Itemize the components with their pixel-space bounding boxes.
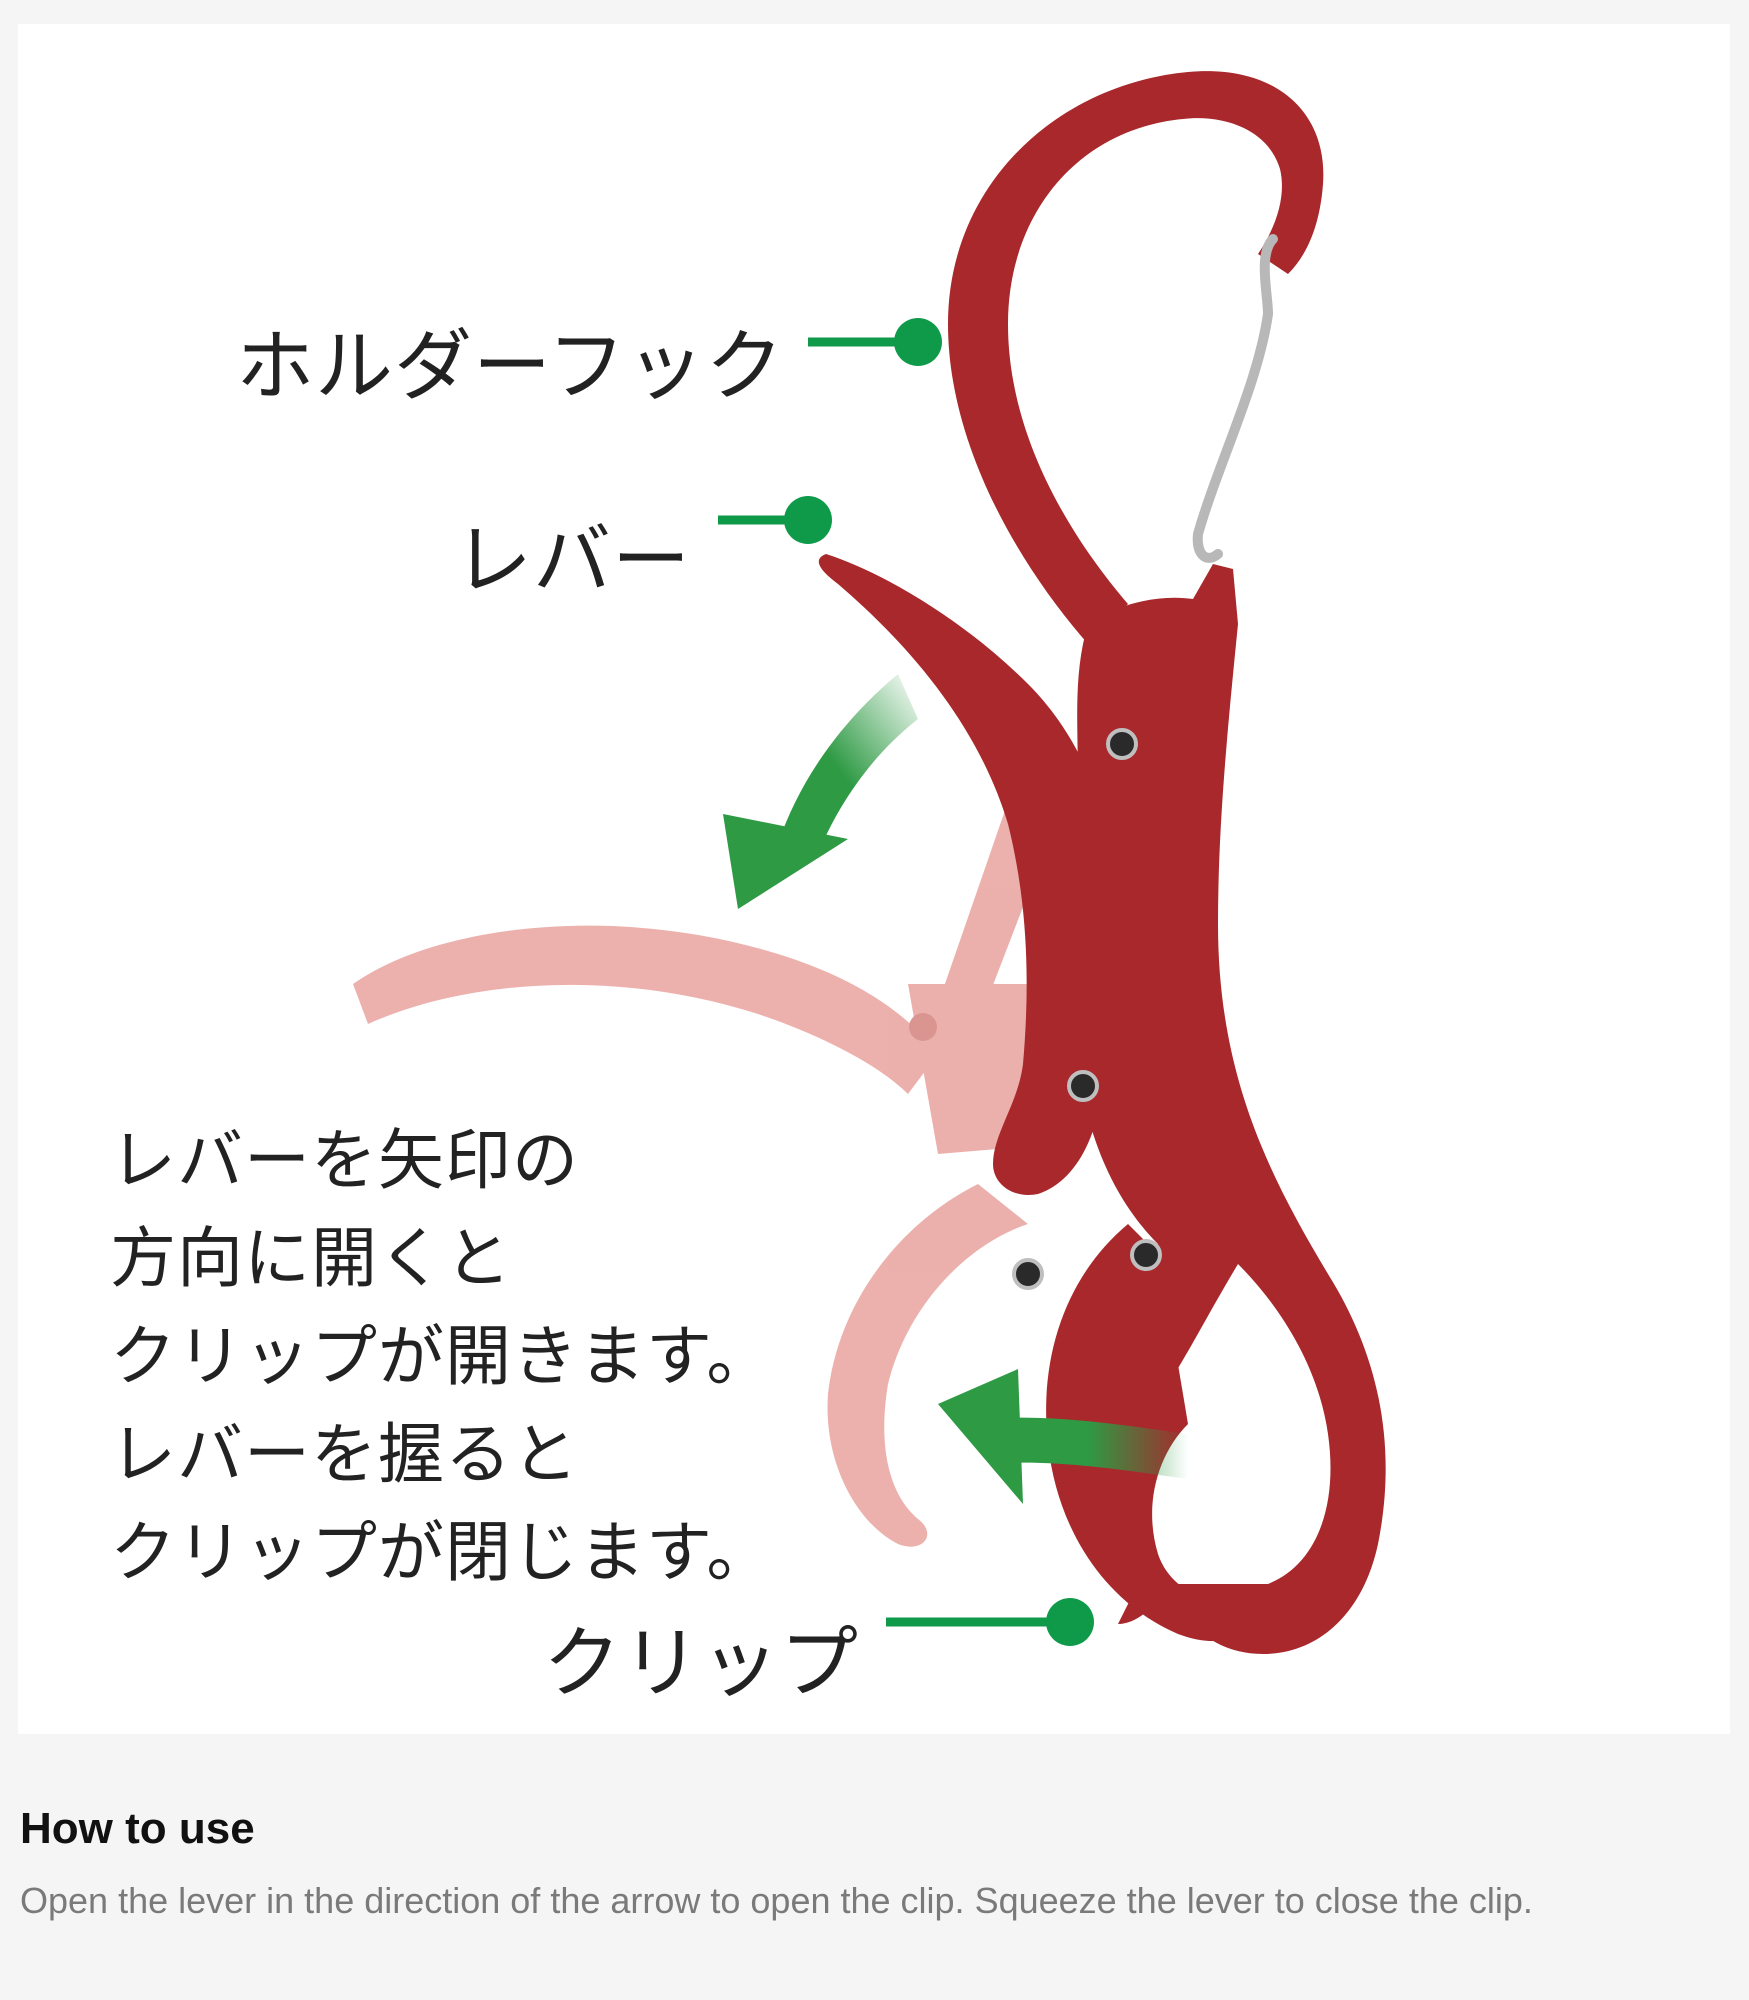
product-figure: ホルダーフック レバー クリップ レバーを矢印の 方向に開くと クリップが開きま… — [18, 24, 1730, 1734]
callout-clip — [886, 1598, 1094, 1646]
fish-grip-illustration — [353, 71, 1386, 1654]
caption-body: Open the lever in the direction of the a… — [20, 1880, 1533, 1921]
label-clip: クリップ — [543, 1619, 860, 1709]
instruction-line: レバーを矢印の — [110, 1122, 579, 1199]
close-direction-arrow — [938, 1369, 1188, 1504]
instruction-line: クリップが開きます。 — [110, 1318, 774, 1395]
rivets — [1012, 728, 1162, 1290]
carabiner-wire-gate — [1192, 234, 1278, 563]
callout-holder-hook — [808, 318, 942, 366]
instruction-line: 方向に開くと — [110, 1220, 512, 1297]
instruction-line: クリップが閉じます。 — [110, 1514, 774, 1591]
label-lever: レバー — [454, 516, 692, 606]
caption-title: How to use — [20, 1804, 255, 1853]
label-holder-hook: ホルダーフック — [236, 322, 785, 412]
open-direction-arrow — [723, 674, 918, 909]
callout-lever — [718, 496, 832, 544]
instruction-line: レバーを握ると — [110, 1416, 579, 1493]
grip-main-body — [818, 71, 1386, 1654]
instructions-text: レバーを矢印の 方向に開くと クリップが開きます。 レバーを握ると クリップが閉… — [110, 1112, 773, 1602]
